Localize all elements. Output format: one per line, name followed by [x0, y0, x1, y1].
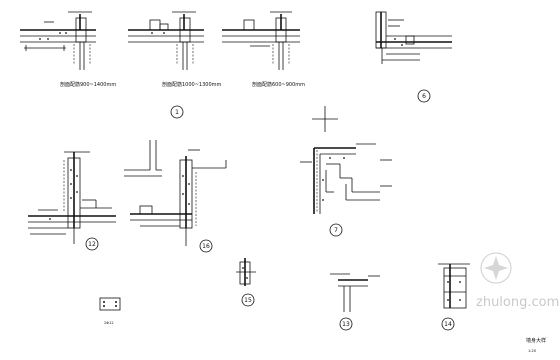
detail-1-caption-a: 剖面配筋900~1400mm	[60, 81, 116, 88]
detail-1-caption-c: 剖面配筋600~900mm	[252, 81, 305, 88]
detail-1-section-b	[128, 11, 204, 70]
detail-1-section-c	[222, 11, 300, 70]
detail-1-section-a	[20, 11, 96, 70]
detail-13-marker	[339, 317, 353, 331]
small-beam-label: 2Φ12	[104, 321, 114, 325]
detail-16-marker	[199, 239, 213, 253]
detail-16-number: 16	[202, 243, 210, 250]
zhulong-logo-icon	[480, 252, 512, 284]
detail-12-number: 12	[88, 241, 96, 248]
detail-12-marker	[85, 237, 99, 251]
detail-16-section	[130, 149, 227, 246]
small-beam-section	[99, 297, 121, 311]
sheet-title: 墙身大样	[526, 337, 546, 344]
detail-6-number: 6	[422, 93, 426, 100]
stair-symbol	[124, 140, 162, 177]
detail-15-number: 15	[244, 297, 252, 304]
detail-7-number: 7	[334, 227, 338, 234]
detail-7-section	[300, 143, 392, 214]
watermark-text: zhulong.com	[476, 295, 559, 310]
crosshair-mark	[312, 106, 338, 132]
detail-15-marker	[241, 293, 255, 307]
detail-1-number: 1	[175, 109, 179, 116]
detail-7-marker	[329, 223, 343, 237]
detail-6-marker	[417, 89, 431, 103]
detail-1-marker	[170, 105, 184, 119]
detail-12-section	[28, 151, 116, 244]
sheet-subtitle: 1:20	[528, 349, 537, 353]
detail-6-section	[375, 11, 452, 64]
detail-13-section	[330, 273, 380, 312]
detail-14-section	[438, 263, 470, 309]
detail-15-section	[236, 258, 256, 286]
detail-1-caption-b: 剖面配筋1000~1300mm	[162, 81, 222, 88]
detail-14-number: 14	[444, 321, 452, 328]
detail-14-marker	[441, 317, 455, 331]
detail-13-number: 13	[342, 321, 350, 328]
